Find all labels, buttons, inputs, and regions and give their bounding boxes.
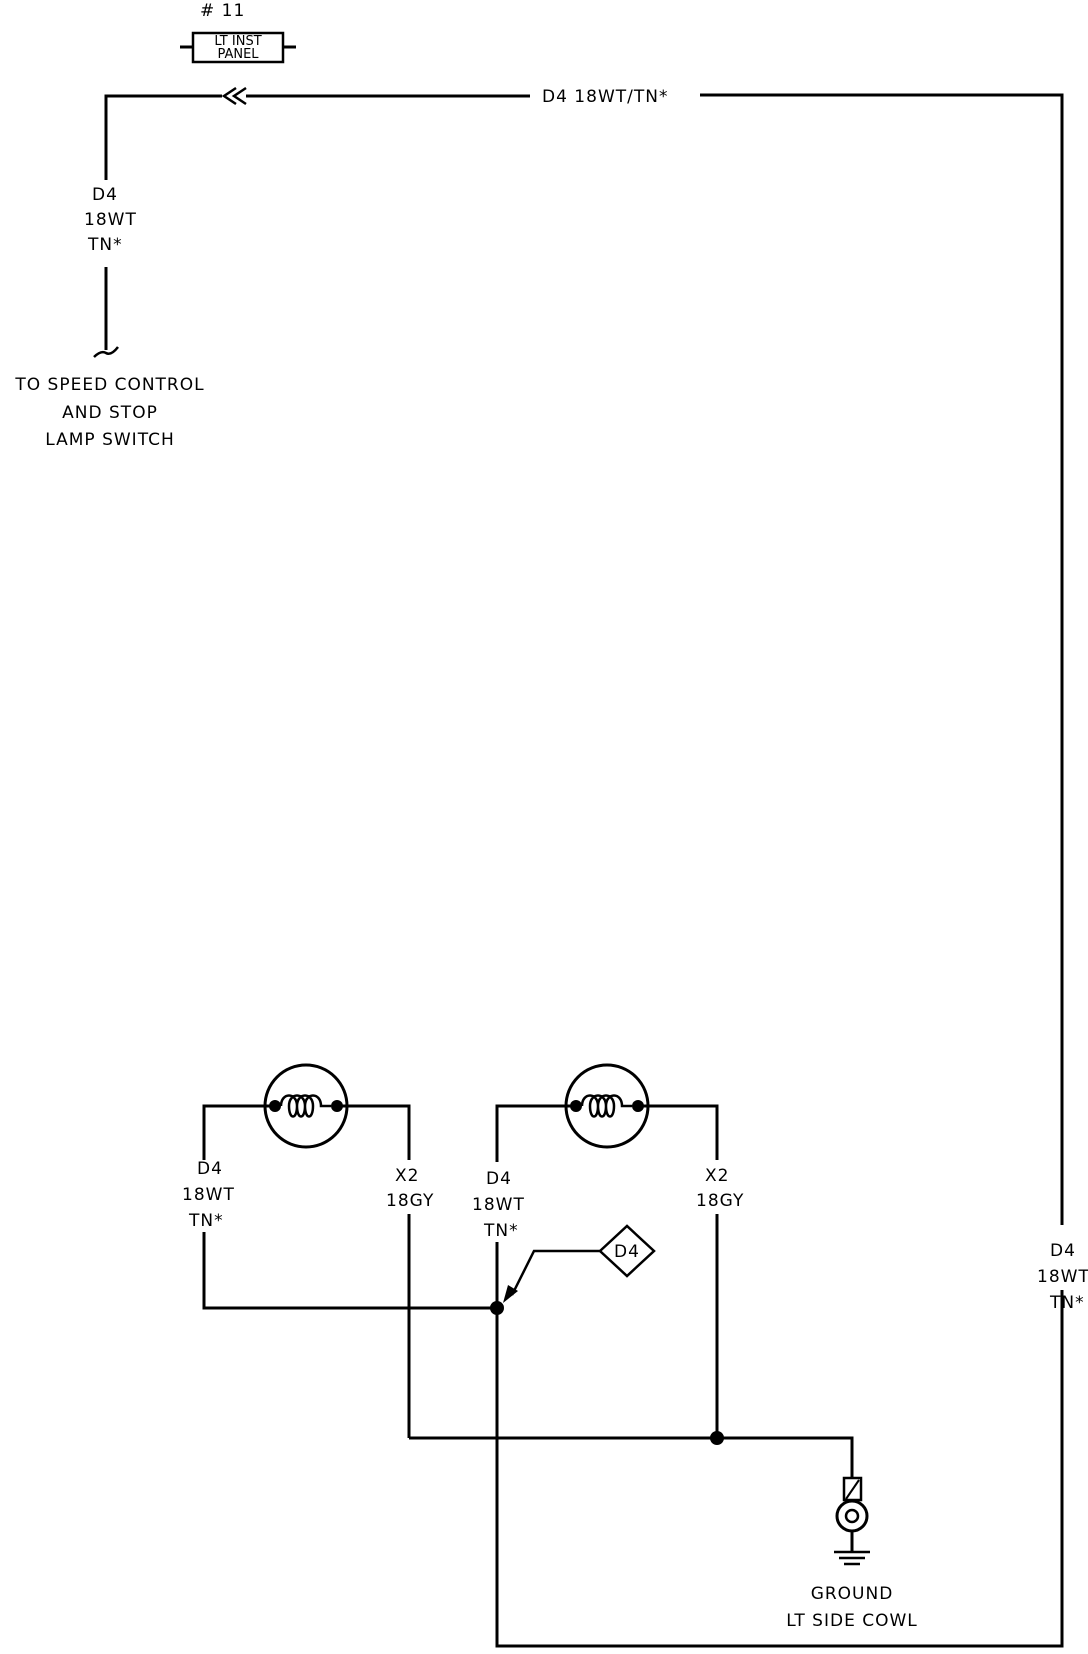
top-wire-label: D4 18WT/TN* — [542, 87, 668, 107]
left-wire: D4 18WT TN* — [84, 185, 137, 358]
ground-terminal — [834, 1476, 870, 1566]
right-wire-circuit: D4 — [1050, 1241, 1076, 1261]
lamp-2-ground-gauge: 18GY — [696, 1191, 744, 1211]
ground-symbol-icon — [834, 1550, 870, 1566]
lamp-1-ground-gauge: 18GY — [386, 1191, 434, 1211]
connector-lt-inst-panel: # 11 LT INST PANEL — [180, 1, 296, 64]
lamp-2-feed-labels: D4 18WT TN* — [472, 1169, 525, 1241]
top-wire-left-segment — [104, 94, 222, 180]
lamp-1-ground-circuit: X2 — [395, 1166, 419, 1186]
lamp-2-ground-circuit: X2 — [705, 1166, 729, 1186]
lamp-1-ground-wire-top — [337, 1104, 411, 1160]
lamp-1-ground-labels: X2 18GY — [386, 1166, 434, 1211]
ground-bus-wire — [409, 1436, 854, 1478]
ground-eyelet-slash — [845, 1479, 860, 1500]
lamp-1 — [202, 1063, 411, 1160]
lamp-2 — [495, 1063, 719, 1162]
leader-arrow-icon — [503, 1285, 518, 1303]
left-wire-circuit: D4 — [92, 185, 118, 205]
right-wire-labels: D4 18WT TN* — [1037, 1241, 1088, 1313]
right-wire-color: TN* — [1049, 1293, 1085, 1313]
speed-control-line2: AND STOP — [62, 403, 158, 423]
right-wire-gauge: 18WT — [1037, 1267, 1088, 1287]
filament-icon — [279, 1094, 331, 1118]
left-wire-gauge: 18WT — [84, 210, 137, 230]
splice-leader-line — [510, 1249, 600, 1296]
connector-label-line1: LT INST — [214, 34, 261, 49]
connector-label-line2: PANEL — [217, 47, 259, 62]
top-wire-right-segment — [700, 93, 1064, 1225]
ground-splice-dot — [710, 1431, 724, 1445]
connector-number: # 11 — [200, 1, 245, 21]
ground-note-line1: GROUND — [811, 1584, 894, 1604]
lamp-2-ground-labels: X2 18GY — [696, 1166, 744, 1211]
feed-wiring — [202, 1232, 1064, 1648]
ground-note: GROUND LT SIDE COWL — [786, 1584, 918, 1631]
splice-callout: D4 — [503, 1224, 656, 1303]
splice-label: D4 — [614, 1242, 640, 1262]
speed-control-note: TO SPEED CONTROL AND STOP LAMP SWITCH — [14, 375, 204, 450]
lamp-1-feed-wire-bottom — [202, 1232, 497, 1310]
speed-control-line1: TO SPEED CONTROL — [14, 375, 204, 395]
left-wire-color: TN* — [87, 235, 123, 255]
lamp-1-feed-circuit: D4 — [197, 1159, 223, 1179]
lamp-1-feed-gauge: 18WT — [182, 1185, 235, 1205]
ground-wiring — [407, 1214, 854, 1478]
splice-diamond-icon — [598, 1224, 656, 1278]
connector-chevron-icon — [221, 86, 247, 106]
speed-control-line3: LAMP SWITCH — [45, 430, 174, 450]
lamp-2-ground-wire-top — [638, 1104, 719, 1160]
lamp-1-feed-color: TN* — [188, 1211, 224, 1231]
feed-splice-dot — [490, 1301, 504, 1315]
ground-eyelet-hole — [844, 1508, 860, 1524]
lamp-2-feed-gauge: 18WT — [472, 1195, 525, 1215]
lamp-1-feed-labels: D4 18WT TN* — [182, 1159, 235, 1231]
feed-return-wire — [495, 1290, 1064, 1648]
ground-note-line2: LT SIDE COWL — [786, 1611, 918, 1631]
lamp-2-feed-wire-top — [495, 1104, 576, 1162]
lamp-2-feed-color: TN* — [483, 1221, 519, 1241]
lamp-2-feed-circuit: D4 — [486, 1169, 512, 1189]
wire-break-icon — [93, 346, 119, 358]
filament-icon — [580, 1094, 632, 1118]
lamp-1-feed-wire-top — [202, 1104, 275, 1160]
top-wire: D4 18WT/TN* — [104, 86, 1064, 1225]
